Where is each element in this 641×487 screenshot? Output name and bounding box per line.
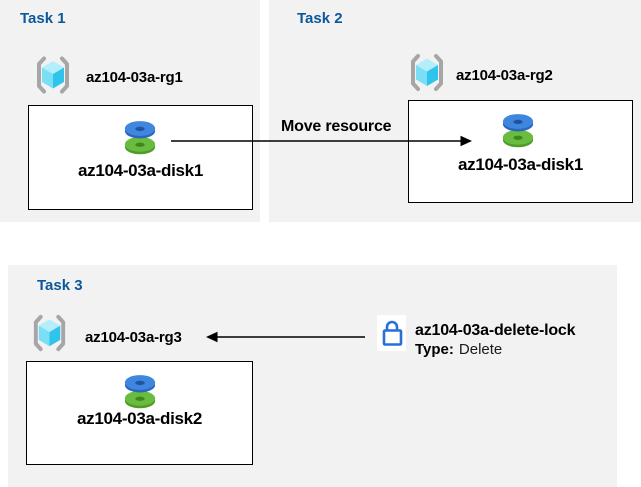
- managed-disk-icon: [117, 118, 163, 162]
- padlock-icon: [382, 320, 402, 346]
- resource-group-icon: [31, 55, 75, 100]
- resource-group-icon: [405, 52, 449, 98]
- task2-title: Task 2: [297, 10, 343, 27]
- lock-type-label: Type:: [415, 341, 454, 358]
- resource-group-label: az104-03a-rg2: [456, 67, 553, 84]
- managed-disk-icon: [495, 111, 541, 155]
- lock-icon: [377, 315, 406, 351]
- delete-lock-name: az104-03a-delete-lock: [415, 322, 576, 339]
- managed-disk-icon: [117, 372, 163, 416]
- disk-label: az104-03a-disk1: [458, 155, 583, 174]
- resource-group-icon: [28, 313, 71, 358]
- disk-label: az104-03a-disk2: [77, 409, 202, 428]
- lock-type-value: Delete: [458, 341, 503, 358]
- resource-group-label: az104-03a-rg3: [85, 329, 182, 346]
- resource-group-label: az104-03a-rg1: [86, 69, 183, 86]
- disk-label: az104-03a-disk1: [78, 161, 203, 180]
- move-resource-label: Move resource: [281, 118, 392, 135]
- task3-title: Task 3: [37, 277, 83, 294]
- lock-type-line: Type:Delete: [415, 341, 502, 358]
- task1-title: Task 1: [20, 10, 66, 27]
